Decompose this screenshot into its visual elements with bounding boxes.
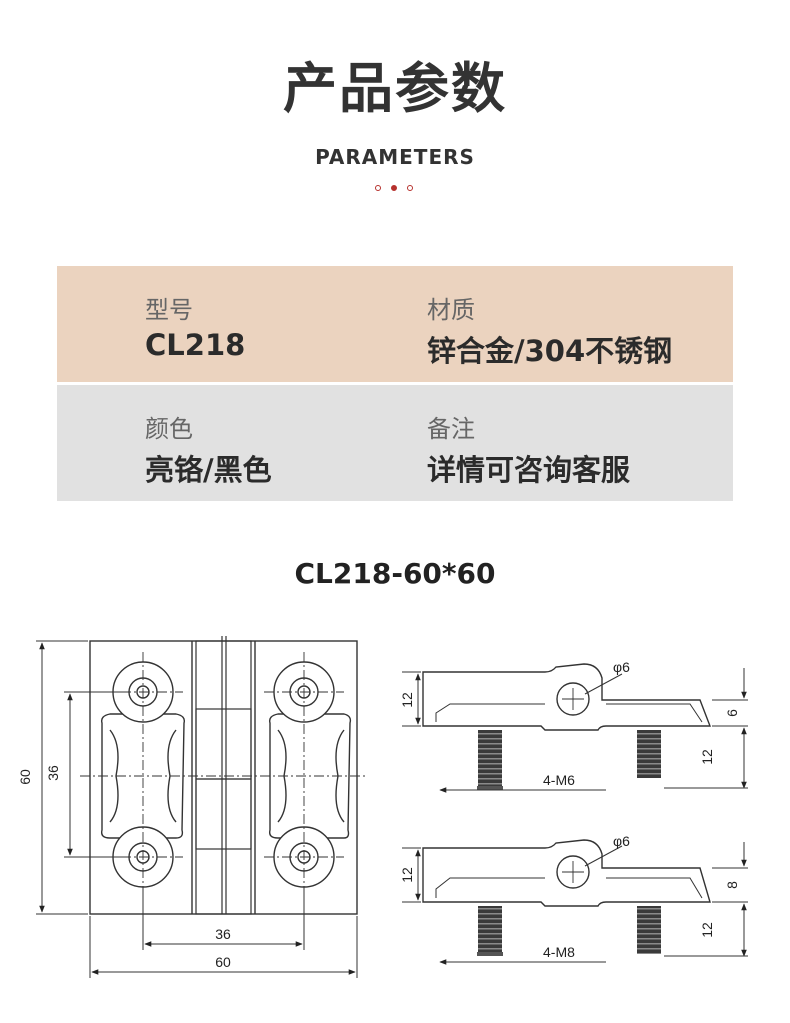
side-view-m8 [402, 839, 748, 965]
technical-drawing: 60 36 36 60 12 φ6 6 12 4-M6 [17, 636, 748, 978]
dot-outline-icon [407, 185, 413, 191]
dim-side-height: 12 [399, 692, 415, 708]
dim-leaf-thickness: 8 [724, 881, 740, 889]
param-label: 材质 [427, 296, 475, 324]
param-row-1: 型号 CL218 材质 锌合金/304不锈钢 [57, 266, 733, 382]
dim-hole-spacing-v: 36 [45, 765, 61, 781]
decorative-dots [371, 182, 419, 194]
dim-hole-diameter: φ6 [613, 659, 630, 675]
param-label: 型号 [145, 296, 193, 324]
dim-height: 60 [17, 769, 33, 785]
page-subtitle: PARAMETERS [315, 145, 475, 169]
dim-hole-spacing-h: 36 [215, 926, 231, 942]
dim-thread: 4-M8 [543, 944, 575, 960]
page-title: 产品参数 [283, 57, 507, 120]
dot-filled-icon [391, 185, 397, 191]
dim-hole-diameter: φ6 [613, 833, 630, 849]
param-row-2: 颜色 亮铬/黑色 备注 详情可咨询客服 [57, 385, 733, 501]
param-label: 颜色 [145, 415, 193, 443]
param-label: 备注 [427, 415, 475, 443]
param-value: 亮铬/黑色 [145, 453, 272, 487]
dim-thread-length: 12 [699, 922, 715, 938]
dim-thread-length: 12 [699, 749, 715, 765]
model-title: CL218-60*60 [294, 557, 496, 590]
front-view [36, 636, 366, 978]
dim-leaf-thickness: 6 [724, 709, 740, 717]
dim-thread: 4-M6 [543, 772, 575, 788]
dim-width: 60 [215, 954, 231, 970]
param-value: 详情可咨询客服 [427, 453, 631, 487]
param-value: CL218 [145, 328, 246, 362]
dim-side-height: 12 [399, 867, 415, 883]
side-view-m6 [402, 663, 748, 793]
dot-outline-icon [375, 185, 381, 191]
param-value: 锌合金/304不锈钢 [427, 334, 673, 368]
